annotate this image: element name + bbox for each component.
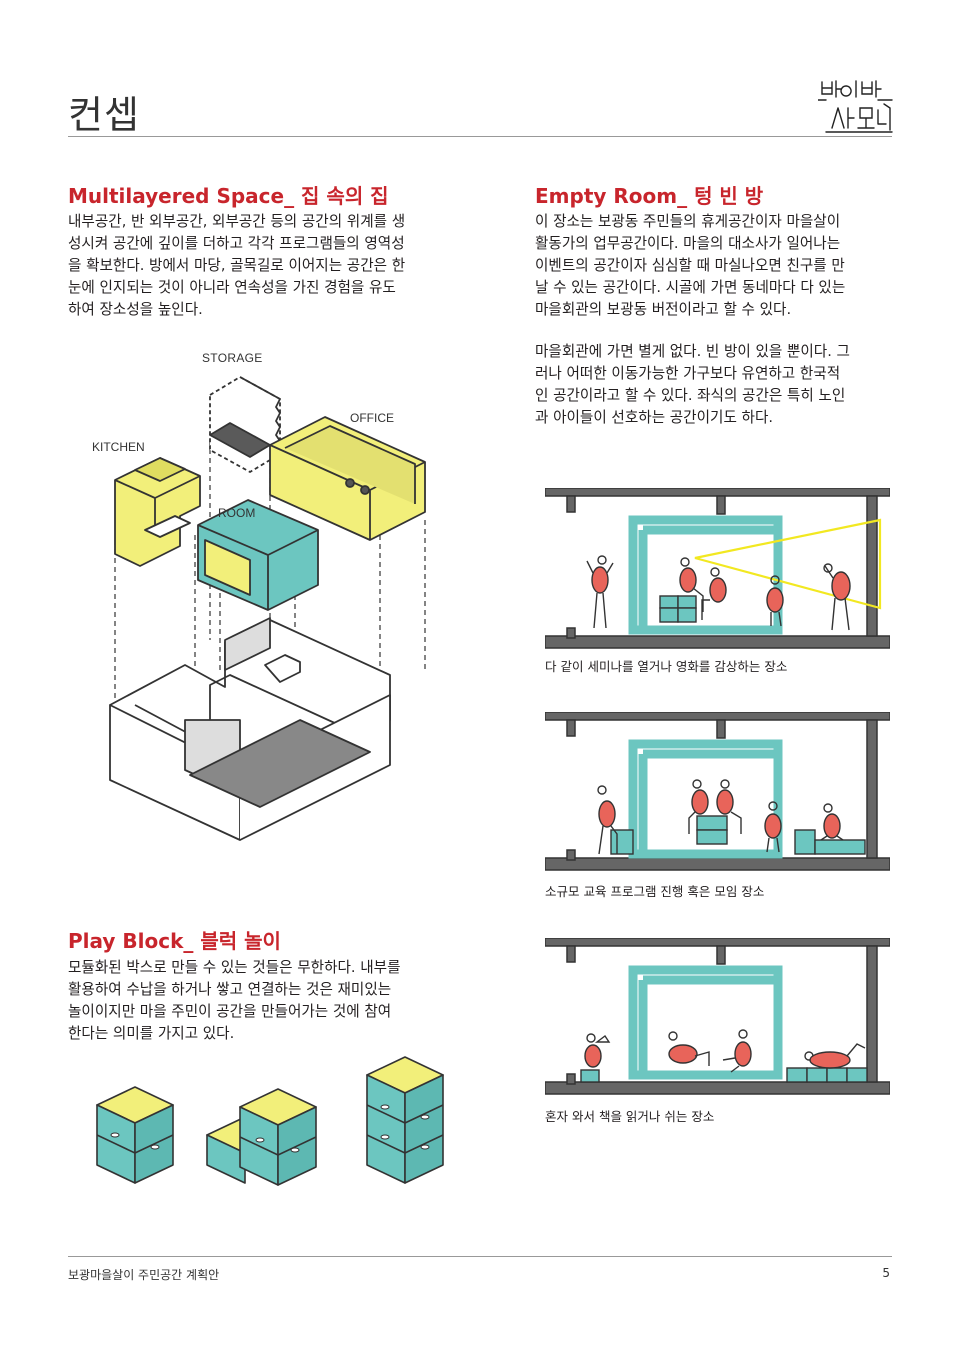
section-heading-empty-room: Empty Room_ 텅 빈 방 (535, 180, 763, 209)
footer-divider (68, 1256, 892, 1257)
kitchen-label: KITCHEN (92, 440, 145, 454)
figure-standing-right (824, 564, 850, 630)
section-illustration-rest (545, 938, 890, 1100)
figure-lounging-2 (723, 1030, 751, 1072)
text-line: 이벤트의 공간이자 심심할 때 마실나오면 친구를 만 (535, 255, 907, 277)
section-illustration-education (545, 712, 890, 874)
text-line: 을 확보한다. 방에서 마당, 골목길로 이어지는 공간은 한 (68, 255, 463, 277)
room-label: ROOM (218, 506, 255, 520)
section-heading-play-block: Play Block_ 블럭 놀이 (68, 925, 281, 954)
text-line: 인 공간이라고 할 수 있다. 좌식의 공간은 특히 노인 (535, 385, 907, 407)
section-heading-multilayered-space: Multilayered Space_ 집 속의 집 (68, 180, 389, 209)
figure-lounging-1 (669, 1032, 709, 1066)
text-line: 내부공간, 반 외부공간, 외부공간 등의 공간의 위계를 생 (68, 211, 463, 233)
caption-seminar: 다 같이 세미나를 열거나 영화를 감상하는 장소 (545, 656, 787, 675)
text-line: 모듈화된 박스로 만들 수 있는 것들은 무한하다. 내부를 (68, 957, 463, 979)
empty-room-paragraph-2: 마을회관에 가면 별게 없다. 빈 방이 있을 뿐이다. 그 러나 어떠한 이동… (535, 341, 907, 429)
block-stack-staggered (207, 1089, 316, 1185)
play-block-illustrations (85, 1055, 445, 1190)
footer-title: 보광마을살이 주민공간 계획안 (68, 1266, 219, 1283)
text-line: 눈에 인지되는 것이 아니라 연속성을 가진 경험을 유도 (68, 277, 463, 299)
figure-student-4 (821, 804, 843, 840)
caption-education: 소규모 교육 프로그램 진행 혹은 모임 장소 (545, 881, 764, 900)
text-line: 성시켜 공간에 깊이를 더하고 각각 프로그램들의 영역성 (68, 233, 463, 255)
text-line: 놀이이지만 마을 주민이 공간을 만들어가는 것에 참여 (68, 1001, 463, 1023)
page-title: 컨셉 (68, 84, 140, 139)
page-number: 5 (882, 1266, 890, 1280)
empty-room-paragraph-1: 이 장소는 보광동 주민들의 휴게공간이자 마을살이 활동가의 업무공간이다. … (535, 211, 907, 321)
section-illustration-seminar (545, 488, 890, 650)
office-label: OFFICE (350, 411, 394, 425)
figure-reading (585, 1034, 609, 1067)
text-line: 이 장소는 보광동 주민들의 휴게공간이자 마을살이 (535, 211, 907, 233)
text-line: 과 아이들이 선호하는 공간이기도 하다. (535, 407, 907, 429)
figure-standing-left (587, 556, 613, 628)
play-block-paragraph: 모듈화된 박스로 만들 수 있는 것들은 무한하다. 내부를 활용하여 수납을 … (68, 957, 463, 1045)
text-line: 마을회관에 가면 별게 없다. 빈 방이 있을 뿐이다. 그 (535, 341, 907, 363)
storage-label: STORAGE (202, 351, 263, 365)
text-line: 하여 장소성을 높인다. (68, 299, 463, 321)
exploded-axonometric-diagram: STORAGE OFFICE KITCHEN ROOM (80, 340, 480, 850)
text-line: 날 수 있는 공간이다. 시골에 가면 동네마다 다 있는 (535, 277, 907, 299)
block-stack-two (97, 1087, 173, 1183)
text-line: 활용하여 수납을 하거나 쌓고 연결하는 것은 재미있는 (68, 979, 463, 1001)
multilayered-space-paragraph: 내부공간, 반 외부공간, 외부공간 등의 공간의 위계를 생 성시켜 공간에 … (68, 211, 463, 321)
text-line: 활동가의 업무공간이다. 마을의 대소사가 일어나는 (535, 233, 907, 255)
caption-rest: 혼자 와서 책을 읽거나 쉬는 장소 (545, 1106, 714, 1125)
block-stack-tall (367, 1057, 443, 1183)
header-divider (68, 136, 892, 137)
text-line: 마을회관의 보광동 버전이라고 할 수 있다. (535, 299, 907, 321)
brand-logo (818, 78, 896, 138)
text-line: 한다는 의미를 가지고 있다. (68, 1023, 463, 1045)
text-line: 러나 어떠한 이동가능한 가구보다 유연하고 한국적 (535, 363, 907, 385)
figure-lying (805, 1044, 865, 1068)
figure-seated-2 (702, 568, 726, 620)
